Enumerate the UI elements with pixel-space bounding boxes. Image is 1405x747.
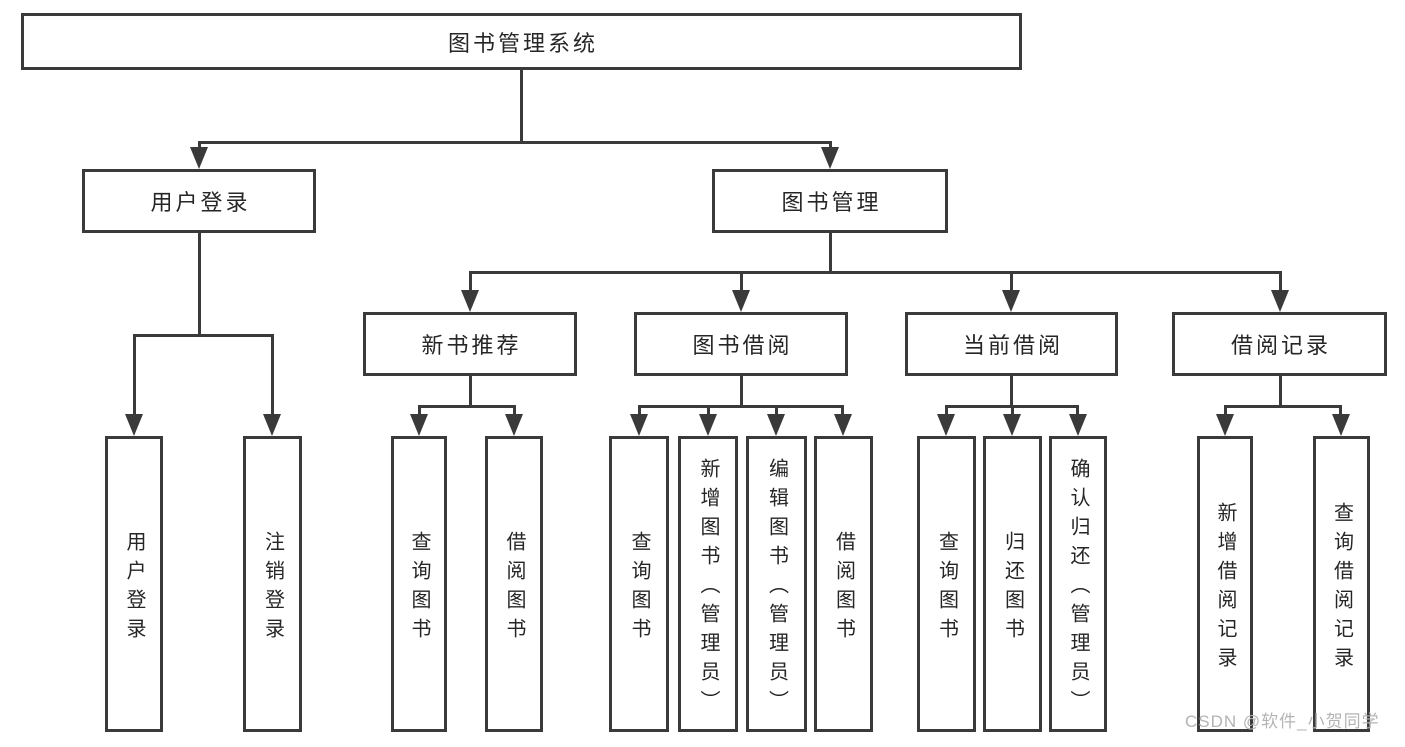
arrowhead-icon — [821, 147, 839, 169]
arrowhead-icon — [1003, 414, 1021, 436]
node-label: 确认归还（管理员） — [1067, 458, 1089, 719]
node-leaf-confirm-return-admin: 确认归还（管理员） — [1049, 436, 1107, 732]
node-leaf-borrow-books-borrowing: 借阅图书 — [814, 436, 873, 732]
connector-line — [520, 70, 523, 142]
arrowhead-icon — [263, 414, 281, 436]
node-current-borrowing: 当前借阅 — [905, 312, 1118, 376]
node-leaf-logout: 注销登录 — [243, 436, 302, 732]
connector-line — [469, 376, 472, 407]
node-leaf-borrow-books-recommend: 借阅图书 — [485, 436, 543, 732]
connector-line — [418, 405, 515, 408]
node-book-borrowing: 图书借阅 — [634, 312, 848, 376]
connector-line — [707, 405, 710, 416]
node-label: 查询图书 — [628, 530, 650, 647]
connector-line — [740, 271, 743, 293]
node-label: 查询图书 — [408, 530, 430, 647]
node-label: 图书管理系统 — [447, 30, 598, 56]
node-leaf-add-borrow-record: 新增借阅记录 — [1197, 436, 1253, 732]
node-label: 查询图书 — [935, 530, 958, 647]
connector-line — [775, 405, 778, 416]
connector-line — [945, 405, 948, 416]
node-borrowing-records: 借阅记录 — [1172, 312, 1387, 376]
arrowhead-icon — [834, 414, 852, 436]
connector-line — [1279, 271, 1282, 293]
connector-line — [829, 233, 832, 273]
node-leaf-add-books-admin: 新增图书（管理员） — [678, 436, 738, 732]
connector-line — [513, 405, 516, 416]
node-label: 图书管理 — [781, 190, 882, 215]
node-user-login: 用户登录 — [82, 169, 316, 233]
connector-line — [1011, 405, 1014, 416]
arrowhead-icon — [125, 414, 143, 436]
watermark-text: CSDN @软件_小贺同学 — [1185, 712, 1380, 731]
connector-line — [418, 405, 421, 416]
connector-line — [1224, 405, 1227, 416]
connector-line — [469, 271, 472, 293]
node-label: 当前借阅 — [962, 333, 1063, 358]
node-leaf-return-books: 归还图书 — [983, 436, 1042, 732]
arrowhead-icon — [1271, 290, 1289, 312]
node-label: 注销登录 — [261, 530, 284, 647]
connector-line — [198, 141, 832, 144]
arrowhead-icon — [1069, 414, 1087, 436]
arrowhead-icon — [767, 414, 785, 436]
arrowhead-icon — [1216, 414, 1234, 436]
node-label: 借阅记录 — [1230, 333, 1331, 358]
node-leaf-query-books-current: 查询图书 — [917, 436, 976, 732]
node-label: 借阅图书 — [832, 530, 855, 647]
node-leaf-query-books-recommend: 查询图书 — [391, 436, 447, 732]
node-new-book-recommendation: 新书推荐 — [363, 312, 577, 376]
arrowhead-icon — [937, 414, 955, 436]
node-label: 用户登录 — [123, 530, 145, 647]
arrowhead-icon — [699, 414, 717, 436]
arrowhead-icon — [630, 414, 648, 436]
node-leaf-query-books-borrowing: 查询图书 — [609, 436, 669, 732]
connector-line — [1010, 271, 1013, 293]
connector-line — [198, 141, 201, 151]
connector-line — [829, 141, 832, 151]
arrowhead-icon — [505, 414, 523, 436]
connector-line — [1224, 405, 1342, 408]
node-label: 用户登录 — [150, 190, 251, 215]
node-label: 编辑图书（管理员） — [765, 458, 788, 719]
arrowhead-icon — [190, 147, 208, 169]
node-leaf-edit-books-admin: 编辑图书（管理员） — [746, 436, 807, 732]
connector-line — [1339, 405, 1342, 416]
arrowhead-icon — [1002, 290, 1020, 312]
connector-line — [271, 334, 274, 416]
connector-line — [133, 334, 274, 337]
arrowhead-icon — [461, 290, 479, 312]
node-label: 归还图书 — [1001, 530, 1024, 647]
node-library-management-system: 图书管理系统 — [21, 13, 1022, 70]
node-label: 新增借阅记录 — [1214, 501, 1236, 676]
connector-line — [740, 376, 743, 407]
node-label: 新增图书（管理员） — [697, 458, 719, 719]
node-book-management: 图书管理 — [712, 169, 948, 233]
connector-line — [1076, 405, 1079, 416]
connector-line — [1010, 376, 1013, 407]
connector-line — [841, 405, 844, 416]
node-label: 图书借阅 — [692, 333, 793, 358]
node-leaf-user-login: 用户登录 — [105, 436, 163, 732]
connector-line — [198, 233, 201, 336]
connector-line — [469, 271, 1282, 274]
connector-line — [1279, 376, 1282, 407]
node-label: 借阅图书 — [503, 530, 525, 647]
connector-line — [638, 405, 844, 408]
arrowhead-icon — [1332, 414, 1350, 436]
connector-line — [133, 334, 136, 416]
node-label: 查询借阅记录 — [1330, 501, 1353, 676]
node-leaf-query-borrow-record: 查询借阅记录 — [1313, 436, 1370, 732]
node-label: 新书推荐 — [421, 333, 522, 358]
arrowhead-icon — [732, 290, 750, 312]
arrowhead-icon — [410, 414, 428, 436]
connector-line — [638, 405, 641, 416]
